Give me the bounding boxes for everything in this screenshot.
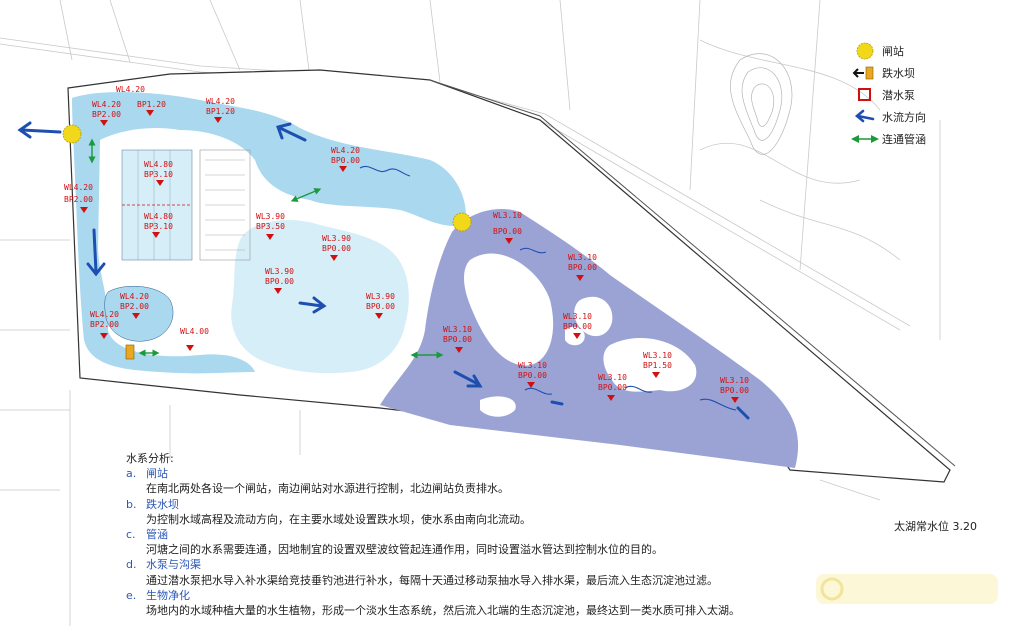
svg-text:BP1.50: BP1.50 bbox=[643, 361, 672, 370]
analysis-item-d: d. 水泵与沟渠 通过潜水泵把水导入补水渠给竞技垂钓池进行补水，每隔十天通过移动泵… bbox=[126, 557, 846, 587]
svg-text:WL3.10: WL3.10 bbox=[443, 325, 472, 334]
item-letter: a. bbox=[126, 467, 137, 481]
svg-text:WL3.10: WL3.10 bbox=[598, 373, 627, 382]
svg-text:BP2.00: BP2.00 bbox=[64, 195, 93, 204]
svg-text:WL3.10: WL3.10 bbox=[518, 361, 547, 370]
legend-label: 闸站 bbox=[882, 45, 904, 58]
legend-item-pump: 潜水泵 bbox=[848, 84, 998, 106]
item-heading: 生物净化 bbox=[146, 588, 190, 602]
item-heading: 水泵与沟渠 bbox=[146, 558, 201, 572]
item-heading: 跌水坝 bbox=[146, 497, 179, 511]
central-pond-water bbox=[231, 220, 409, 374]
legend-item-flow: 水流方向 bbox=[848, 106, 998, 128]
svg-text:BP1.20: BP1.20 bbox=[206, 107, 235, 116]
analysis-item-b: b. 跌水坝 为控制水域高程及流动方向，在主要水域处设置跌水坝，使水系由南向北流动… bbox=[126, 497, 846, 527]
svg-text:BP0.00: BP0.00 bbox=[518, 371, 547, 380]
svg-text:BP3.10: BP3.10 bbox=[144, 170, 173, 179]
svg-text:BP0.00: BP0.00 bbox=[443, 335, 472, 344]
item-letter: b. bbox=[126, 497, 137, 511]
water-system-analysis: 水系分析: a. 闸站 在南北两处各设一个闸站，南边闸站对水源进行控制，北边闸站负… bbox=[126, 451, 846, 618]
item-text: 场地内的水域种植大量的水生植物，形成一个淡水生态系统，然后流入北端的生态沉淀池，… bbox=[146, 604, 740, 618]
item-text: 在南北两处各设一个闸站，南边闸站对水源进行控制，北边闸站负责排水。 bbox=[146, 482, 509, 496]
svg-text:WL4.20: WL4.20 bbox=[64, 183, 93, 192]
svg-text:BP0.00: BP0.00 bbox=[331, 156, 360, 165]
svg-text:WL4.20: WL4.20 bbox=[90, 310, 119, 319]
analysis-item-e: e. 生物净化 场地内的水域种植大量的水生植物，形成一个淡水生态系统，然后流入北端… bbox=[126, 588, 846, 618]
svg-text:BP0.00: BP0.00 bbox=[598, 383, 627, 392]
item-heading: 管涵 bbox=[146, 528, 168, 542]
svg-text:WL3.90: WL3.90 bbox=[322, 234, 351, 243]
legend-label: 连通管涵 bbox=[882, 133, 926, 146]
svg-text:WL4.80: WL4.80 bbox=[144, 160, 173, 169]
fishing-pools bbox=[121, 149, 251, 261]
svg-text:WL4.20: WL4.20 bbox=[116, 85, 145, 94]
legend-label: 跌水坝 bbox=[882, 67, 915, 80]
legend-item-drop-dam: 跌水坝 bbox=[848, 62, 998, 84]
svg-text:WL3.10: WL3.10 bbox=[493, 211, 522, 220]
legend-label: 水流方向 bbox=[882, 111, 926, 124]
svg-text:BP2.00: BP2.00 bbox=[92, 110, 121, 119]
east-basin-islands bbox=[464, 253, 697, 417]
analysis-item-a: a. 闸站 在南北两处各设一个闸站，南边闸站对水源进行控制，北边闸站负责排水。 bbox=[126, 466, 846, 496]
sluice-station-icon bbox=[848, 41, 882, 61]
item-heading: 闸站 bbox=[146, 467, 168, 481]
connecting-culvert-icon bbox=[848, 133, 882, 145]
south-sluice-station bbox=[452, 212, 472, 232]
submersible-pump-icon bbox=[848, 87, 882, 103]
hill-contours bbox=[730, 53, 793, 155]
water-level-labels: WL4.20 WL4.20 BP2.00 BP1.20 WL4.20 BP1.2… bbox=[64, 85, 749, 403]
svg-text:BP1.20: BP1.20 bbox=[137, 100, 166, 109]
west-canal-water bbox=[72, 92, 466, 374]
svg-text:WL3.90: WL3.90 bbox=[366, 292, 395, 301]
svg-text:WL4.20: WL4.20 bbox=[120, 292, 149, 301]
svg-text:WL3.90: WL3.90 bbox=[256, 212, 285, 221]
analysis-item-c: c. 管涵 河塘之间的水系需要连通，因地制宜的设置双壁波纹管起连通作用，同时设置溢… bbox=[126, 527, 846, 557]
flow-wavy-lines bbox=[359, 166, 737, 411]
svg-text:WL4.80: WL4.80 bbox=[144, 212, 173, 221]
legend-item-culvert: 连通管涵 bbox=[848, 128, 998, 150]
item-text: 为控制水域高程及流动方向，在主要水域处设置跌水坝，使水系由南向北流动。 bbox=[146, 512, 531, 526]
svg-text:WL4.20: WL4.20 bbox=[92, 100, 121, 109]
svg-text:BP2.00: BP2.00 bbox=[120, 302, 149, 311]
legend-item-sluice: 闸站 bbox=[848, 40, 998, 62]
svg-text:BP0.00: BP0.00 bbox=[322, 244, 351, 253]
svg-text:BP0.00: BP0.00 bbox=[563, 322, 592, 331]
item-text: 通过潜水泵把水导入补水渠给竞技垂钓池进行补水，每隔十天通过移动泵抽水导入排水渠，… bbox=[146, 573, 718, 587]
svg-text:BP0.00: BP0.00 bbox=[366, 302, 395, 311]
road-edge bbox=[429, 79, 956, 467]
svg-text:BP0.00: BP0.00 bbox=[568, 263, 597, 272]
svg-text:WL3.10: WL3.10 bbox=[568, 253, 597, 262]
drop-dam bbox=[125, 344, 135, 360]
water-flow-direction-icon bbox=[848, 109, 882, 125]
svg-text:WL3.90: WL3.90 bbox=[265, 267, 294, 276]
item-letter: c. bbox=[126, 528, 136, 542]
svg-text:BP0.00: BP0.00 bbox=[720, 386, 749, 395]
svg-text:WL3.10: WL3.10 bbox=[643, 351, 672, 360]
svg-text:WL4.20: WL4.20 bbox=[206, 97, 235, 106]
svg-text:BP3.50: BP3.50 bbox=[256, 222, 285, 231]
item-letter: d. bbox=[126, 558, 137, 572]
item-text: 河塘之间的水系需要连通，因地制宜的设置双壁波纹管起连通作用，同时设置溢水管达到控… bbox=[146, 543, 663, 557]
legend-label: 潜水泵 bbox=[882, 89, 915, 102]
map-legend: 闸站 跌水坝 潜水泵 水流方向 连通管涵 bbox=[848, 40, 998, 150]
connecting-culverts bbox=[88, 138, 444, 359]
svg-text:BP3.10: BP3.10 bbox=[144, 222, 173, 231]
flow-arrows bbox=[17, 121, 750, 420]
north-sluice-station bbox=[62, 124, 82, 144]
taihu-normal-water-level: 太湖常水位 3.20 bbox=[894, 520, 977, 533]
watermark-logo bbox=[816, 574, 998, 604]
svg-text:WL4.20: WL4.20 bbox=[331, 146, 360, 155]
svg-text:BP2.00: BP2.00 bbox=[90, 320, 119, 329]
item-letter: e. bbox=[126, 588, 137, 602]
drop-dam-icon bbox=[848, 65, 882, 81]
svg-text:BP0.00: BP0.00 bbox=[265, 277, 294, 286]
analysis-title: 水系分析: bbox=[126, 452, 174, 465]
svg-text:WL3.10: WL3.10 bbox=[563, 312, 592, 321]
svg-text:WL3.10: WL3.10 bbox=[720, 376, 749, 385]
svg-text:WL4.00: WL4.00 bbox=[180, 327, 209, 336]
svg-text:BP0.00: BP0.00 bbox=[493, 227, 522, 236]
